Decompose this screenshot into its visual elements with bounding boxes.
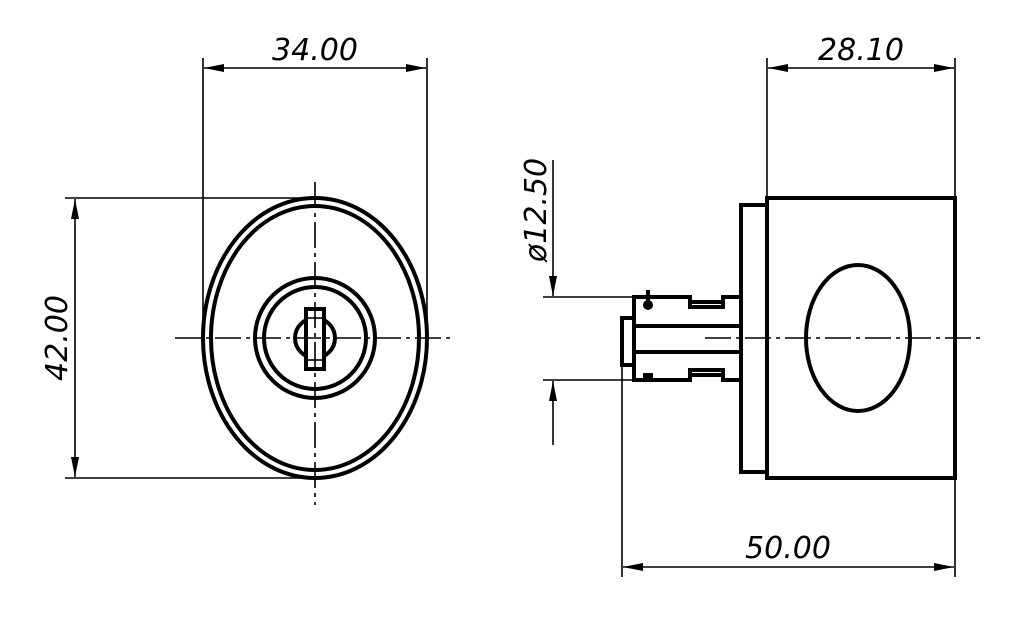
dim-50: 50.00 bbox=[745, 531, 831, 566]
dimension-diameter: ø12.50 bbox=[519, 158, 634, 445]
front-view bbox=[175, 182, 455, 505]
dim-34: 34.00 bbox=[272, 33, 358, 68]
dimension-height: 42.00 bbox=[40, 197, 315, 479]
dim-28: 28.10 bbox=[818, 33, 904, 68]
side-view bbox=[620, 196, 985, 480]
dim-12-5: ø12.50 bbox=[519, 158, 554, 263]
dimension-total-length: 50.00 bbox=[621, 365, 956, 577]
dim-42: 42.00 bbox=[40, 295, 75, 381]
dimension-body-depth: 28.10 bbox=[766, 33, 956, 198]
face-plate bbox=[620, 316, 636, 367]
